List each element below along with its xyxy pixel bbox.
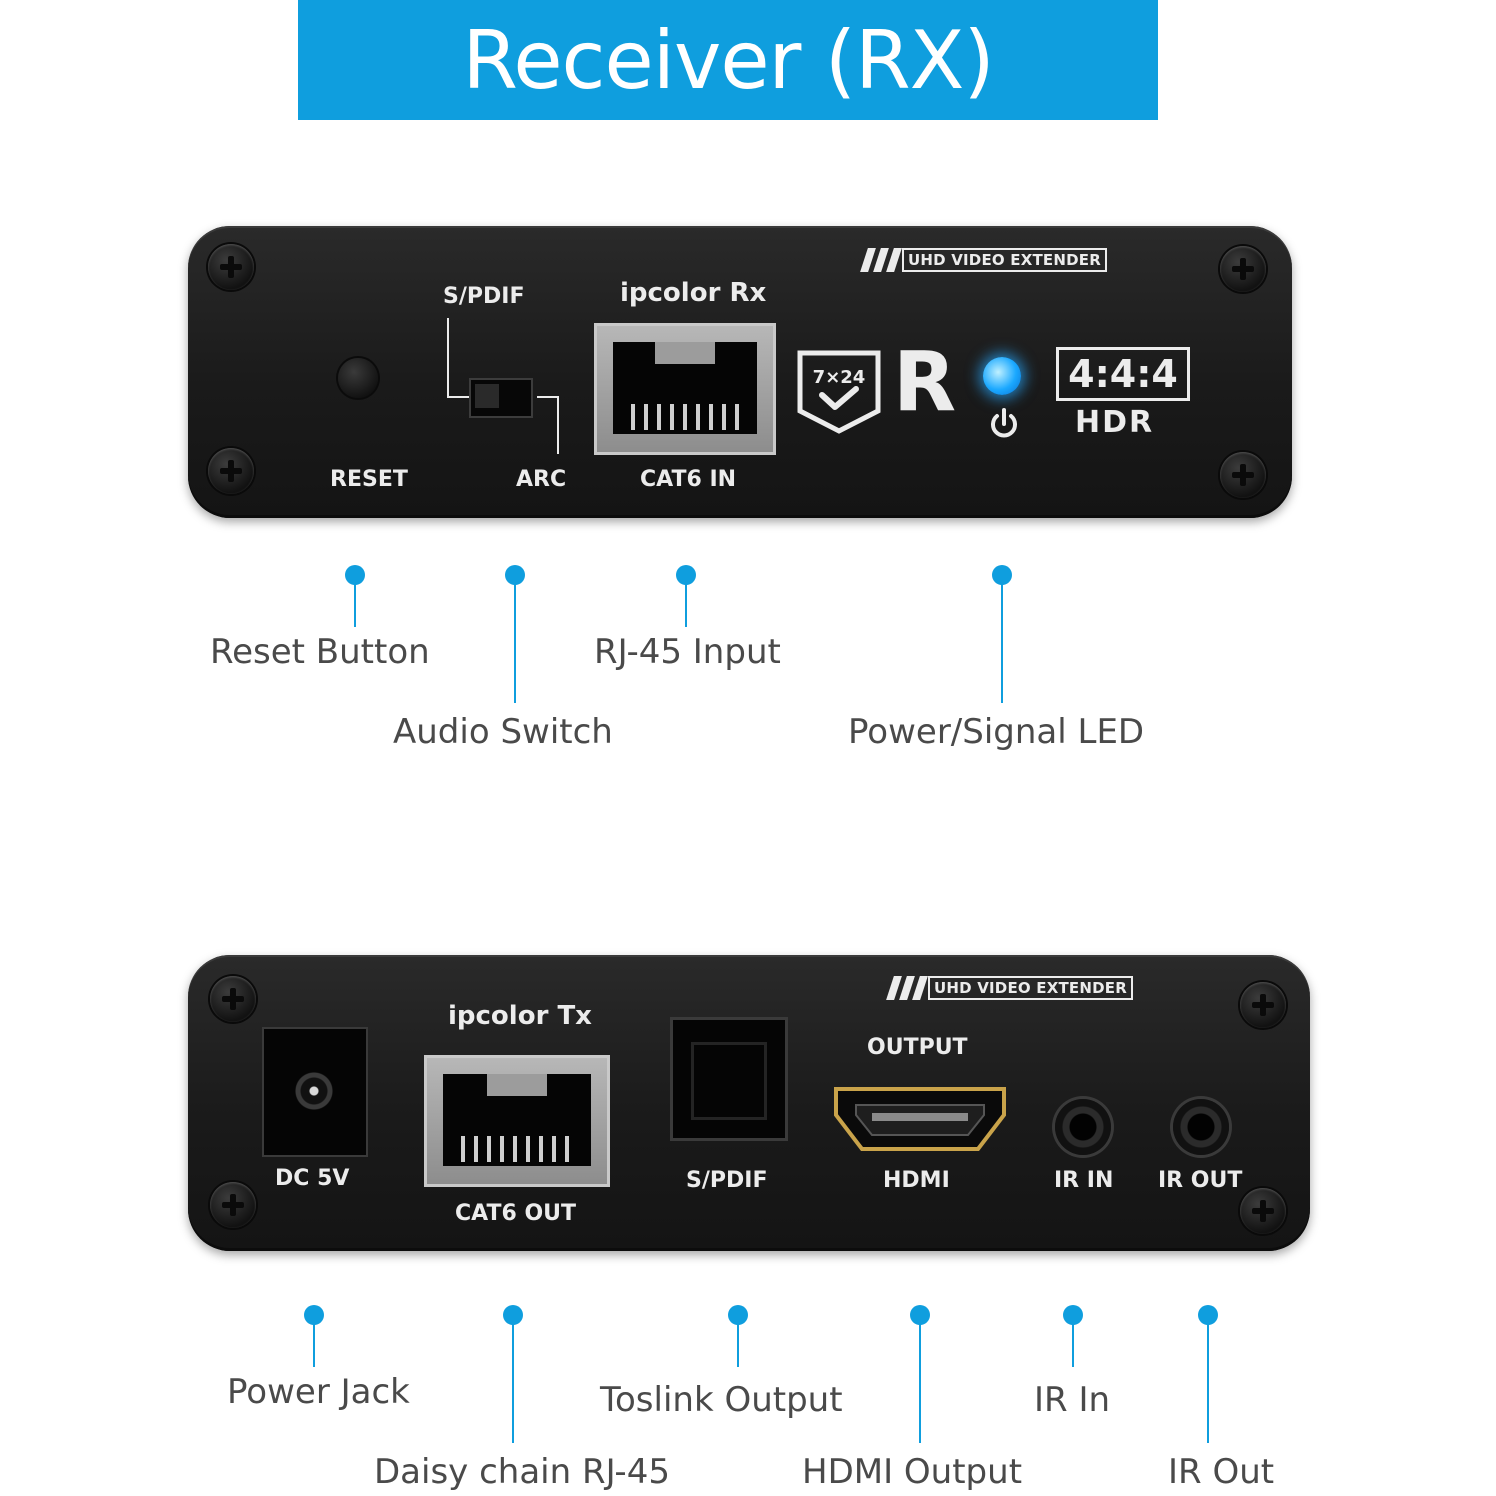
chroma-badge: 4:4:4: [1056, 347, 1190, 401]
stripes-logo-icon: [886, 976, 928, 1000]
power-signal-led: [983, 357, 1021, 395]
callout-line: [1072, 1315, 1074, 1367]
power-jack-label: Power Jack: [227, 1372, 410, 1412]
hdr-label: HDR: [1075, 405, 1155, 440]
model-letter: R: [893, 335, 957, 430]
uhd-badge-text: UHD VIDEO EXTENDER: [902, 248, 1107, 272]
power-jack[interactable]: [262, 1027, 368, 1157]
ir-in-callout-label: IR In: [1034, 1380, 1111, 1420]
arc-label: ARC: [516, 467, 567, 492]
reset-label: RESET: [330, 467, 408, 492]
cat6-in-label: CAT6 IN: [640, 467, 737, 492]
toslink-output-port[interactable]: [670, 1017, 788, 1141]
spdif-label: S/PDIF: [443, 284, 525, 309]
spdif-out-label: S/PDIF: [686, 1168, 768, 1193]
hdmi-output-label: HDMI Output: [802, 1452, 1023, 1492]
screw-icon: [208, 244, 254, 290]
daisy-chain-label: Daisy chain RJ-45: [374, 1452, 670, 1492]
callout-line: [354, 575, 356, 627]
callout-line: [512, 1315, 514, 1443]
callout-line: [737, 1315, 739, 1367]
stripes-logo-icon: [860, 248, 902, 272]
dc-label: DC 5V: [275, 1166, 350, 1191]
ir-out-label: IR OUT: [1158, 1168, 1243, 1193]
audio-switch-label: Audio Switch: [393, 712, 613, 752]
rj45-input-port[interactable]: [594, 323, 776, 455]
screw-icon: [1240, 982, 1286, 1028]
reset-button[interactable]: [338, 358, 378, 398]
callout-line: [685, 575, 687, 627]
rj45-input-label: RJ-45 Input: [594, 632, 781, 672]
output-label: OUTPUT: [867, 1035, 968, 1060]
uhd-extender-badge: UHD VIDEO EXTENDER: [886, 976, 1133, 1000]
led-label: Power/Signal LED: [848, 712, 1145, 752]
screw-icon: [210, 976, 256, 1022]
brand-label: ipcolor Tx: [448, 1001, 592, 1031]
callout-line: [1207, 1315, 1209, 1443]
warranty-shield-icon: 7×24: [797, 350, 881, 434]
screw-icon: [208, 448, 254, 494]
switch-bracket-top: [447, 318, 471, 398]
ir-in-jack[interactable]: [1055, 1099, 1111, 1155]
screw-icon: [1220, 246, 1266, 292]
ir-out-callout-label: IR Out: [1168, 1452, 1275, 1492]
warranty-text: 7×24: [813, 367, 866, 388]
hdmi-label: HDMI: [883, 1168, 950, 1193]
brand-label: ipcolor Rx: [620, 278, 767, 308]
ir-in-label: IR IN: [1054, 1168, 1114, 1193]
checkmark-icon: [819, 386, 859, 410]
cat6-out-label: CAT6 OUT: [455, 1201, 577, 1226]
screw-icon: [1220, 452, 1266, 498]
audio-switch-knob[interactable]: [475, 384, 499, 408]
title-banner: Receiver (RX): [298, 0, 1158, 120]
daisy-chain-rj45-port[interactable]: [424, 1055, 610, 1187]
hdmi-output-port[interactable]: [832, 1085, 1008, 1153]
uhd-extender-badge: UHD VIDEO EXTENDER: [860, 248, 1107, 272]
screw-icon: [1240, 1188, 1286, 1234]
reset-button-label: Reset Button: [210, 632, 430, 672]
callout-line: [514, 575, 516, 703]
callout-line: [919, 1315, 921, 1443]
switch-bracket-bottom: [537, 396, 559, 454]
ir-out-jack[interactable]: [1173, 1099, 1229, 1155]
chroma-text: 4:4:4: [1068, 352, 1178, 396]
page-title: Receiver (RX): [462, 13, 994, 107]
screw-icon: [210, 1182, 256, 1228]
uhd-badge-text: UHD VIDEO EXTENDER: [928, 976, 1133, 1000]
callout-line: [313, 1315, 315, 1367]
callout-line: [1001, 575, 1003, 703]
toslink-label: Toslink Output: [600, 1380, 843, 1420]
dc-socket-icon: [276, 1053, 352, 1129]
power-icon: [991, 408, 1017, 438]
